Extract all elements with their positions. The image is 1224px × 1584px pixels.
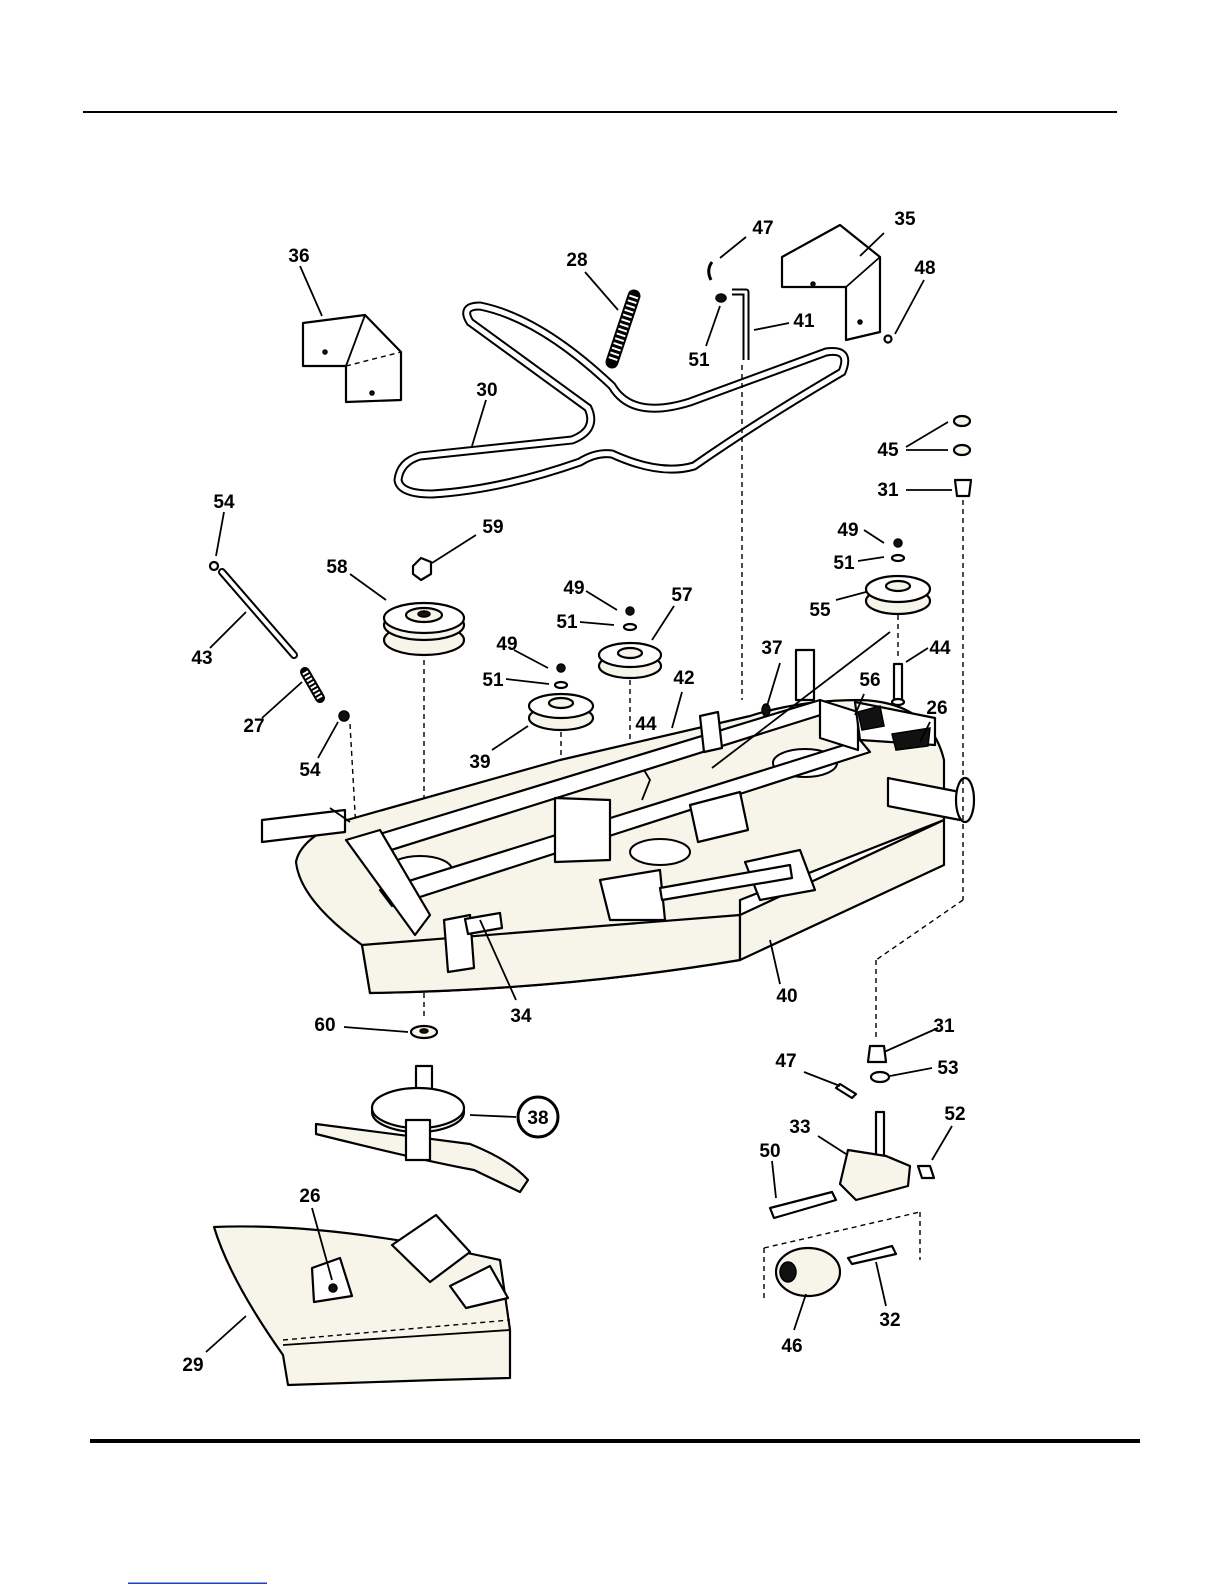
callout-56: 56 bbox=[859, 670, 880, 691]
nut-48 bbox=[885, 336, 892, 343]
callout-38: 38 bbox=[527, 1108, 548, 1129]
idler-rod bbox=[709, 262, 746, 700]
callout-37: 37 bbox=[761, 638, 782, 659]
callout-51-left: 51 bbox=[482, 670, 504, 691]
callout-52: 52 bbox=[944, 1104, 965, 1125]
callout-47-bottom: 47 bbox=[775, 1051, 796, 1072]
callout-43: 43 bbox=[191, 648, 212, 669]
callout-53: 53 bbox=[937, 1058, 958, 1079]
callout-42: 42 bbox=[673, 668, 694, 689]
callout-51-mid: 51 bbox=[556, 612, 578, 633]
callout-54-bottom: 54 bbox=[299, 760, 321, 781]
callout-26-top: 26 bbox=[926, 698, 947, 719]
callout-26-bottom: 26 bbox=[299, 1186, 320, 1207]
callout-34: 34 bbox=[510, 1006, 532, 1027]
belt-shield-left bbox=[303, 315, 401, 402]
callout-40: 40 bbox=[776, 986, 797, 1007]
callout-54-top: 54 bbox=[213, 492, 235, 513]
callout-27: 27 bbox=[243, 716, 264, 737]
callout-39: 39 bbox=[469, 752, 490, 773]
callout-49-right: 49 bbox=[837, 520, 858, 541]
deck-rod bbox=[210, 562, 356, 830]
callout-45: 45 bbox=[877, 440, 899, 461]
callout-33: 33 bbox=[789, 1117, 810, 1138]
pulley-55 bbox=[866, 539, 930, 660]
callout-51-right: 51 bbox=[833, 553, 855, 574]
callout-60: 60 bbox=[314, 1015, 335, 1036]
callout-49-mid: 49 bbox=[563, 578, 584, 599]
mower-deck bbox=[262, 650, 974, 993]
callout-48: 48 bbox=[914, 258, 935, 279]
washer-stack bbox=[954, 416, 971, 770]
callout-47: 47 bbox=[752, 218, 773, 239]
callout-32: 32 bbox=[879, 1310, 900, 1331]
callout-36: 36 bbox=[288, 246, 309, 267]
callout-55: 55 bbox=[809, 600, 831, 621]
callout-35: 35 bbox=[894, 209, 916, 230]
discharge-deflector bbox=[214, 1215, 510, 1385]
callout-29: 29 bbox=[182, 1355, 203, 1376]
callout-44-mid: 44 bbox=[635, 714, 657, 735]
callout-57: 57 bbox=[671, 585, 692, 606]
callout-30: 30 bbox=[476, 380, 497, 401]
callout-31-top: 31 bbox=[877, 480, 899, 501]
callout-58: 58 bbox=[326, 557, 347, 578]
callout-28: 28 bbox=[566, 250, 587, 271]
callout-59: 59 bbox=[482, 517, 503, 538]
callout-49-left: 49 bbox=[496, 634, 517, 655]
callout-50: 50 bbox=[759, 1141, 780, 1162]
callout-44-right: 44 bbox=[929, 638, 951, 659]
callout-41: 41 bbox=[793, 311, 815, 332]
callout-31-bottom: 31 bbox=[933, 1016, 955, 1037]
callout-46: 46 bbox=[781, 1336, 802, 1357]
callout-51-top: 51 bbox=[688, 350, 710, 371]
spindle-assembly bbox=[316, 1026, 528, 1192]
